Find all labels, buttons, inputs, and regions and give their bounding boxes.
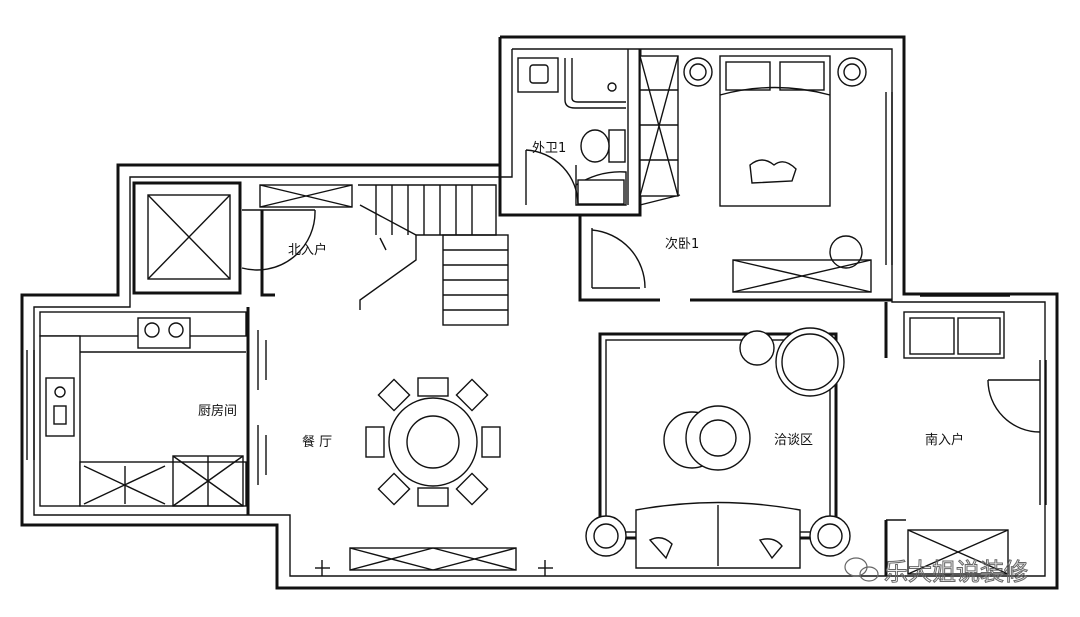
label-south-entry: 南入户 — [925, 432, 964, 448]
label-bathroom: 外卫1 — [532, 141, 566, 156]
kitchen — [26, 307, 267, 515]
stairs-area — [132, 181, 509, 326]
label-kitchen: 厨房间 — [198, 403, 237, 419]
watermark: 乐大姐说装修 — [844, 557, 1029, 587]
lounge — [585, 327, 851, 569]
label-north-entry: 北入户 — [288, 242, 327, 258]
bedroom — [578, 55, 893, 302]
dining — [315, 377, 553, 576]
south-entry — [884, 295, 1047, 576]
label-dining: 餐 厅 — [302, 434, 332, 450]
label-lounge: 洽谈区 — [774, 433, 813, 448]
label-bedroom: 次卧1 — [665, 236, 699, 252]
watermark-text: 乐大姐说装修 — [884, 558, 1028, 586]
bathroom — [498, 49, 642, 217]
outer-walls — [20, 35, 1059, 590]
wechat-logo-icon — [844, 557, 879, 582]
